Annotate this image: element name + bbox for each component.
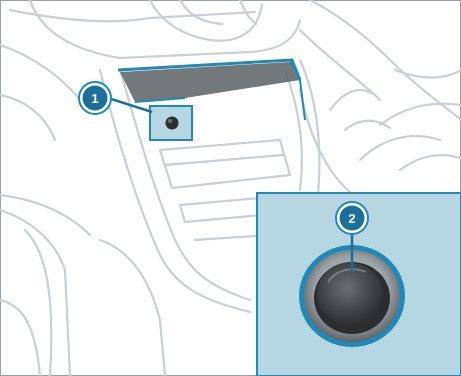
callout-number-1: 1 bbox=[91, 91, 98, 106]
inset-panel: 2 bbox=[257, 193, 461, 376]
callout-number-2: 2 bbox=[348, 211, 355, 226]
socket-highlight bbox=[150, 106, 192, 140]
